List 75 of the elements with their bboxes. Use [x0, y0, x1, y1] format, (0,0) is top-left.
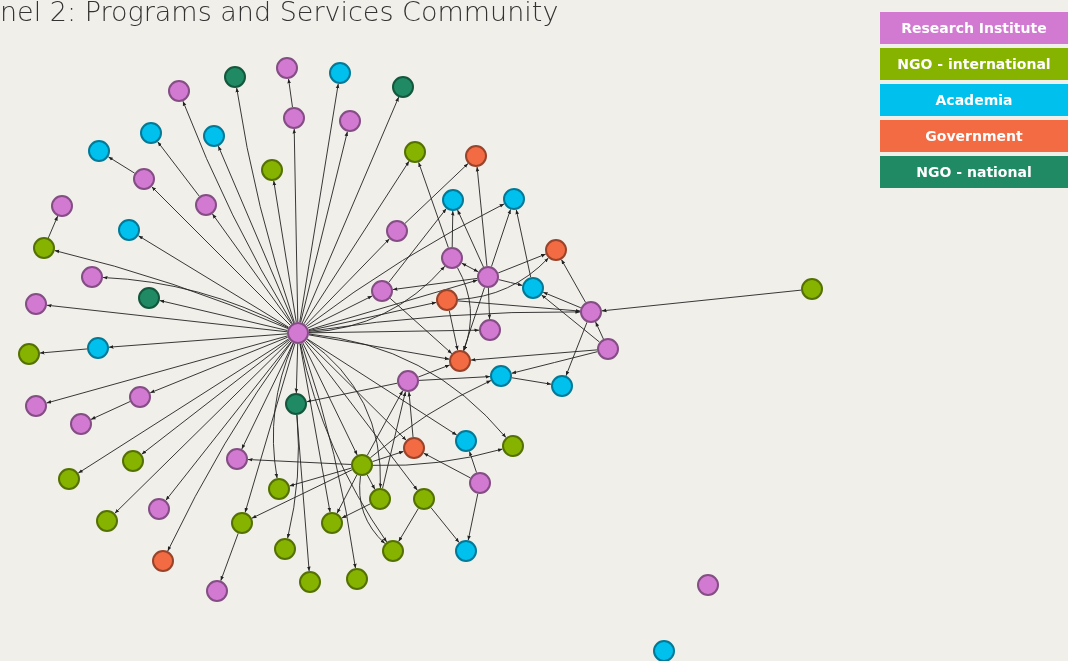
network-node	[224, 66, 246, 88]
network-node	[276, 57, 298, 79]
network-node	[490, 365, 512, 387]
network-node	[203, 125, 225, 147]
network-node	[283, 107, 305, 129]
network-node	[25, 395, 47, 417]
network-node	[522, 277, 544, 299]
network-node	[133, 168, 155, 190]
network-node	[206, 580, 228, 602]
network-node	[118, 219, 140, 241]
network-node	[274, 538, 296, 560]
network-node	[469, 472, 491, 494]
network-node	[369, 488, 391, 510]
network-node	[138, 287, 160, 309]
legend-entry: Government	[880, 120, 1068, 152]
network-node	[346, 568, 368, 590]
legend-entry: NGO - international	[880, 48, 1068, 80]
network-node	[386, 220, 408, 242]
network-node	[801, 278, 823, 300]
network-node	[351, 454, 373, 476]
network-node	[392, 76, 414, 98]
network-node	[231, 512, 253, 534]
network-node	[339, 110, 361, 132]
network-node	[33, 237, 55, 259]
network-node	[87, 337, 109, 359]
network-node	[96, 510, 118, 532]
network-node	[261, 159, 283, 181]
network-node	[321, 512, 343, 534]
network-node	[129, 386, 151, 408]
network-node	[479, 319, 501, 341]
network-node	[226, 448, 248, 470]
network-node	[299, 571, 321, 593]
network-node	[502, 435, 524, 457]
network-node	[168, 80, 190, 102]
network-node	[285, 393, 307, 415]
network-node	[465, 145, 487, 167]
network-node	[58, 468, 80, 490]
network-node	[70, 413, 92, 435]
network-node	[140, 122, 162, 144]
network-node	[81, 266, 103, 288]
network-node	[551, 375, 573, 397]
network-node	[268, 478, 290, 500]
network-node	[148, 498, 170, 520]
network-node	[404, 141, 426, 163]
legend-entry: Research Institute	[880, 12, 1068, 44]
chart-title: nel 2: Programs and Services Community	[0, 0, 559, 27]
network-node	[371, 280, 393, 302]
network-node	[697, 574, 719, 596]
network-node	[653, 640, 675, 661]
network-node	[545, 239, 567, 261]
network-node	[152, 550, 174, 572]
network-node	[580, 301, 602, 323]
network-node	[397, 370, 419, 392]
network-node	[455, 540, 477, 562]
network-node	[477, 266, 499, 288]
network-node	[25, 293, 47, 315]
network-node	[122, 450, 144, 472]
network-node	[382, 540, 404, 562]
network-node	[287, 322, 309, 344]
network-node	[403, 437, 425, 459]
network-node	[455, 430, 477, 452]
network-node	[413, 488, 435, 510]
network-node	[18, 343, 40, 365]
network-node	[449, 350, 471, 372]
network-node	[88, 140, 110, 162]
network-node	[442, 189, 464, 211]
network-node	[441, 247, 463, 269]
network-node	[503, 188, 525, 210]
network-node	[436, 289, 458, 311]
network-node	[329, 62, 351, 84]
network-node	[51, 195, 73, 217]
network-node	[195, 194, 217, 216]
legend-entry: NGO - national	[880, 156, 1068, 188]
network-node	[597, 338, 619, 360]
legend-entry: Academia	[880, 84, 1068, 116]
